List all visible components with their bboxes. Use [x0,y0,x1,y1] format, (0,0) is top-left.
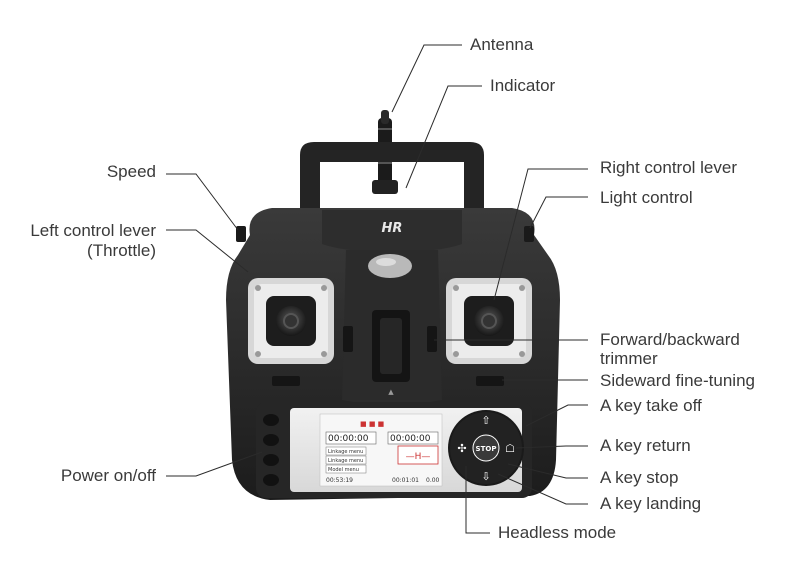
stop-button-label: STOP [476,445,497,453]
speed-button[interactable] [236,226,246,242]
light-control-button[interactable] [524,226,534,242]
label-power: Power on/off [60,466,156,485]
switch-mark: ▲ [388,388,394,396]
label-take-off: A key take off [600,396,702,415]
lcd-timer-left: 00:00:00 [328,434,369,444]
label-landing: A key landing [600,494,702,513]
label-antenna: Antenna [470,35,534,54]
lcd-attitude-icon: —H— [406,452,431,462]
power-buttons[interactable] [263,414,279,486]
return-home-icon[interactable]: ☖ [505,442,515,455]
label-trimmer-line2: trimmer [600,349,658,368]
lcd-menu-item: Linkage menu [328,458,363,464]
label-key-return: A key return [600,436,691,455]
take-off-arrow-icon[interactable]: ⇧ [481,414,490,427]
left-horizontal-trimmer[interactable] [272,376,300,386]
lcd-menu-item-box [325,464,367,474]
label-indicator: Indicator [490,76,556,95]
lcd-clock-2: 00:01:01 [392,477,419,484]
label-sideward: Sideward fine-tuning [600,371,755,390]
left-vertical-trimmer[interactable] [343,326,353,352]
lcd-menu-item: Model menu [328,467,359,473]
lcd-timer-right: 00:00:00 [390,434,431,444]
label-right-lever: Right control lever [600,158,738,177]
left-control-lever[interactable] [248,278,334,364]
carry-handle [300,142,484,210]
landing-arrow-icon[interactable]: ⇩ [481,470,490,483]
brand-logo: HR [382,221,403,236]
stop-button[interactable] [472,434,500,462]
lcd-logo: ■ ■ ■ [360,420,384,428]
forward-backward-trimmer[interactable] [427,326,437,352]
label-left-lever-line2: (Throttle) [87,241,156,260]
lcd-menu-item: Linkage menu [328,449,363,455]
lcd-menu-item-box [325,446,367,456]
sideward-fine-tuning-trimmer[interactable] [476,376,504,386]
lcd-clock: 00:53:19 [326,477,353,484]
label-light-control: Light control [600,188,693,207]
headless-mode-icon[interactable]: ✣ [457,442,466,455]
lcd-value: 0.00 [426,477,440,484]
label-left-lever-line1: Left control lever [30,221,156,240]
function-dpad[interactable]: ⇧ ⇩ ✣ ☖ STOP [448,410,524,486]
lcd-menu-item-box [325,455,367,465]
label-trimmer-line1: Forward/backward [600,330,740,349]
label-speed: Speed [106,162,156,181]
label-headless: Headless mode [498,523,617,542]
label-key-stop: A key stop [600,468,679,487]
